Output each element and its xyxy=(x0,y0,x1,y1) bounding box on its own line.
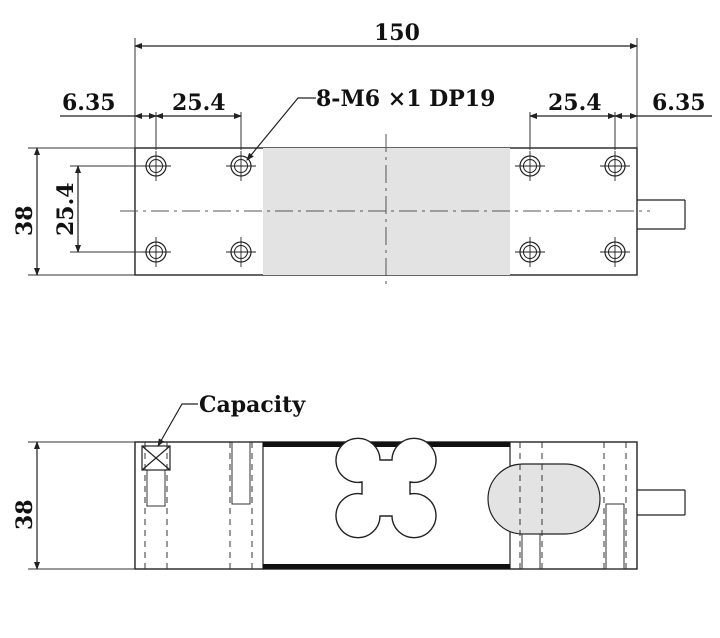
height-top-label: 38 xyxy=(12,205,38,236)
edge-offset-right-label: 6.35 xyxy=(652,90,706,116)
hole-spacing-left-label: 25.4 xyxy=(172,90,226,116)
top-view: 150 6.35 25.4 25.4 6.35 8-M6 ×1 DP19 38 … xyxy=(12,20,712,288)
edge-offset-left-label: 6.35 xyxy=(62,90,116,116)
cable-icon xyxy=(637,489,686,516)
cross-box-icon xyxy=(141,445,171,471)
capacity-leader xyxy=(157,403,198,447)
overall-length-label: 150 xyxy=(374,20,420,46)
flexure-cutout xyxy=(335,437,437,539)
thread-spec-label: 8-M6 ×1 DP19 xyxy=(316,86,495,112)
height-side-label: 38 xyxy=(12,499,38,530)
thread-spec-leader xyxy=(246,97,316,161)
hole-spacing-vertical-label: 25.4 xyxy=(53,182,79,236)
cable-cavity xyxy=(487,463,601,535)
side-view: Capacity 38 xyxy=(12,392,686,570)
capacity-label: Capacity xyxy=(199,392,306,418)
cable-icon xyxy=(637,199,686,230)
hole-spacing-right-label: 25.4 xyxy=(548,90,602,116)
